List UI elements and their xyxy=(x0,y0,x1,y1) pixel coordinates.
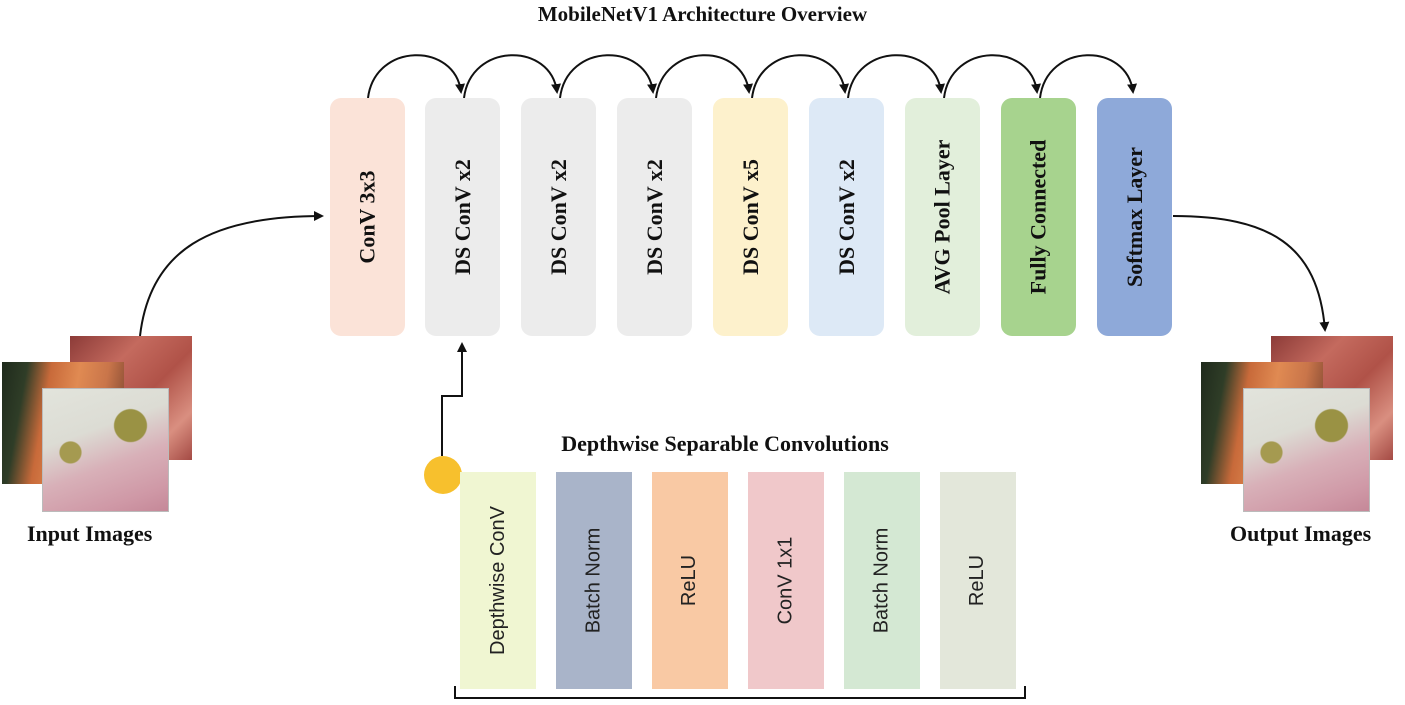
block-label: DS ConV x2 xyxy=(545,159,571,275)
block-label: ConV 3x3 xyxy=(354,170,380,264)
block-ds-conv-5: DS ConV x2 xyxy=(809,98,884,336)
arc-arrow-5 xyxy=(751,54,849,99)
ds-block-label: ConV 1x1 xyxy=(774,536,797,625)
arc-arrow-2 xyxy=(463,54,561,99)
diagram-title: MobileNetV1 Architecture Overview xyxy=(537,2,868,26)
ds-block-label: ReLU xyxy=(678,554,701,607)
ds-block-relu-1: ReLU xyxy=(652,472,728,689)
output-image-toenail xyxy=(1243,388,1370,512)
arc-arrow-3 xyxy=(559,54,657,99)
input-image-toenail xyxy=(42,388,169,512)
ds-block-label: Depthwise ConV xyxy=(486,506,509,655)
block-softmax: Softmax Layer xyxy=(1097,98,1172,336)
block-label: Softmax Layer xyxy=(1121,147,1147,287)
block-conv3x3: ConV 3x3 xyxy=(330,98,405,336)
ds-block-label: Batch Norm xyxy=(582,527,605,634)
arc-arrow-1 xyxy=(367,54,465,99)
input-caption: Input Images xyxy=(27,521,153,546)
block-label: DS ConV x2 xyxy=(833,159,859,275)
block-ds-conv-2: DS ConV x2 xyxy=(521,98,596,336)
block-label: AVG Pool Layer xyxy=(929,139,955,295)
ds-bracket xyxy=(454,686,1026,699)
ds-block-depthwise-conv: Depthwise ConV xyxy=(460,472,536,689)
block-ds-conv-1: DS ConV x2 xyxy=(425,98,500,336)
input-arrow xyxy=(139,211,324,337)
output-caption: Output Images xyxy=(1230,521,1372,546)
arc-arrow-6 xyxy=(847,54,945,99)
arc-arrow-4 xyxy=(655,54,753,99)
arc-arrow-7 xyxy=(943,54,1041,99)
block-label: DS ConV x2 xyxy=(641,159,667,275)
ds-link-arrow xyxy=(441,342,467,456)
ds-connector-dot xyxy=(424,456,462,494)
block-ds-conv-4: DS ConV x5 xyxy=(713,98,788,336)
block-label: DS ConV x5 xyxy=(737,159,763,275)
ds-block-batch-norm-1: Batch Norm xyxy=(556,472,632,689)
block-ds-conv-3: DS ConV x2 xyxy=(617,98,692,336)
ds-block-conv1x1: ConV 1x1 xyxy=(748,472,824,689)
block-label: DS ConV x2 xyxy=(449,159,475,275)
ds-section-title: Depthwise Separable Convolutions xyxy=(561,431,889,456)
block-avg-pool: AVG Pool Layer xyxy=(905,98,980,336)
block-label: Fully Connected xyxy=(1025,139,1051,295)
block-fully-connected: Fully Connected xyxy=(1001,98,1076,336)
arc-arrow-8 xyxy=(1039,54,1137,99)
ds-block-batch-norm-2: Batch Norm xyxy=(844,472,920,689)
ds-block-label: ReLU xyxy=(966,554,989,607)
ds-block-label: Batch Norm xyxy=(870,527,893,634)
ds-block-relu-2: ReLU xyxy=(940,472,1016,689)
output-arrow xyxy=(1172,215,1330,332)
